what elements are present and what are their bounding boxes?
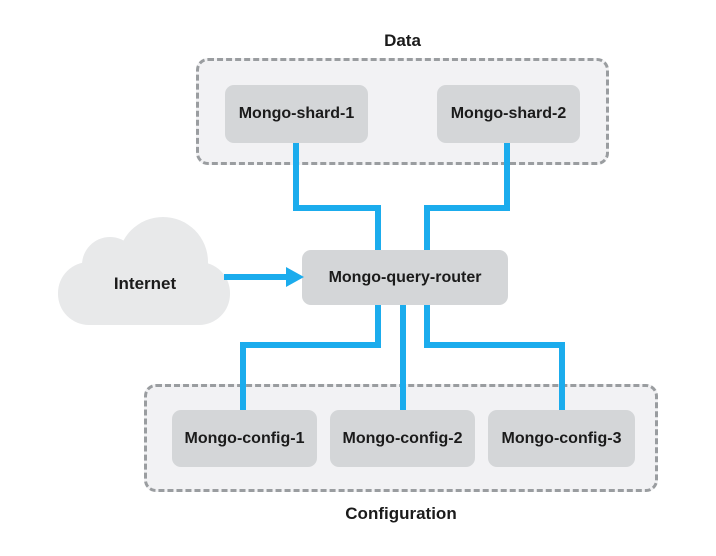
- node-mongo-shard-1: Mongo-shard-1: [225, 85, 368, 143]
- cloud-icon: [58, 217, 230, 325]
- node-mongo-config-1-label: Mongo-config-1: [184, 429, 305, 447]
- node-mongo-config-2: Mongo-config-2: [330, 410, 475, 467]
- configuration-group-label: Configuration: [345, 504, 457, 523]
- internet-label: Internet: [113, 274, 177, 293]
- node-mongo-query-router: Mongo-query-router: [302, 250, 508, 305]
- node-mongo-config-3: Mongo-config-3: [488, 410, 635, 467]
- node-mongo-shard-2: Mongo-shard-2: [437, 85, 580, 143]
- node-mongo-query-router-label: Mongo-query-router: [328, 268, 482, 286]
- node-mongo-shard-2-label: Mongo-shard-2: [450, 105, 567, 122]
- node-mongo-config-2-label: Mongo-config-2: [342, 429, 463, 447]
- data-group-label: Data: [384, 31, 421, 50]
- node-mongo-config-3-label: Mongo-config-3: [501, 429, 622, 447]
- node-mongo-shard-1-label: Mongo-shard-1: [238, 105, 355, 122]
- node-mongo-config-1: Mongo-config-1: [172, 410, 317, 467]
